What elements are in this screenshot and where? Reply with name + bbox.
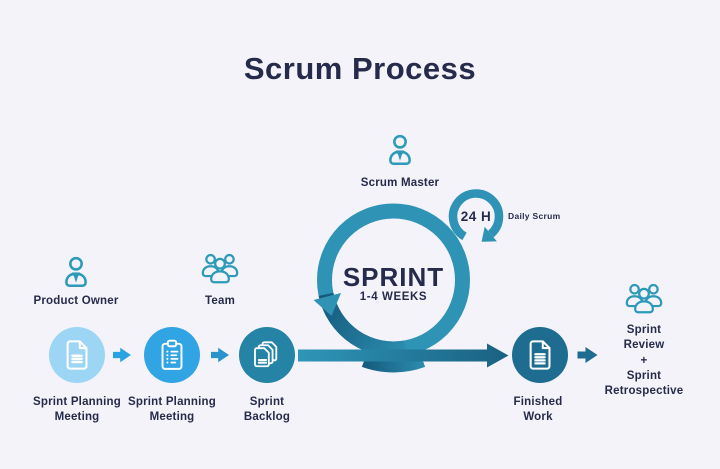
team-icon bbox=[625, 283, 663, 314]
sprint-label: SPRINT bbox=[342, 262, 445, 292]
arrow-right-icon bbox=[577, 347, 598, 363]
product-owner-label: Product Owner bbox=[33, 295, 119, 307]
step-label-sprint-backlog: Sprint Backlog bbox=[243, 396, 291, 423]
step-circle-sprint-planning-2 bbox=[144, 327, 200, 383]
sprint-review-label: Sprint Review + Sprint Retrospective bbox=[604, 324, 684, 398]
step-label-sprint-planning-1: Sprint Planning Meeting bbox=[33, 396, 121, 423]
step-circle-sprint-planning-1 bbox=[49, 327, 105, 383]
flow-arrow bbox=[298, 343, 509, 368]
scrum-master-label: Scrum Master bbox=[360, 177, 440, 189]
step-circle-finished-work bbox=[512, 327, 568, 383]
daily-scrum-loop bbox=[448, 189, 504, 241]
daily-scrum-label: Daily Scrum bbox=[508, 211, 561, 221]
daily-scrum-badge: 24 H bbox=[460, 209, 492, 224]
clipboard-checklist-icon bbox=[161, 339, 183, 370]
sprint-loop-arrowhead bbox=[313, 293, 341, 316]
arrow-right-icon bbox=[211, 347, 229, 363]
sprint-duration-label: 1-4 WEEKS bbox=[359, 291, 428, 303]
step-label-finished-work: Finished Work bbox=[513, 396, 563, 423]
daily-scrum-loop-arrowhead bbox=[481, 226, 497, 242]
page-title: Scrum Process bbox=[243, 51, 477, 86]
team-icon bbox=[201, 253, 239, 284]
person-icon bbox=[389, 134, 411, 166]
step-label-sprint-planning-2: Sprint Planning Meeting bbox=[128, 396, 216, 423]
person-icon bbox=[65, 256, 87, 288]
stacked-documents-icon bbox=[254, 341, 278, 368]
step-circle-sprint-backlog bbox=[239, 327, 295, 383]
arrow-right-icon bbox=[113, 347, 131, 363]
team-label: Team bbox=[205, 295, 235, 307]
document-icon bbox=[66, 340, 88, 370]
sprint-loop-tail-arc bbox=[361, 354, 426, 373]
document-icon bbox=[529, 340, 551, 370]
